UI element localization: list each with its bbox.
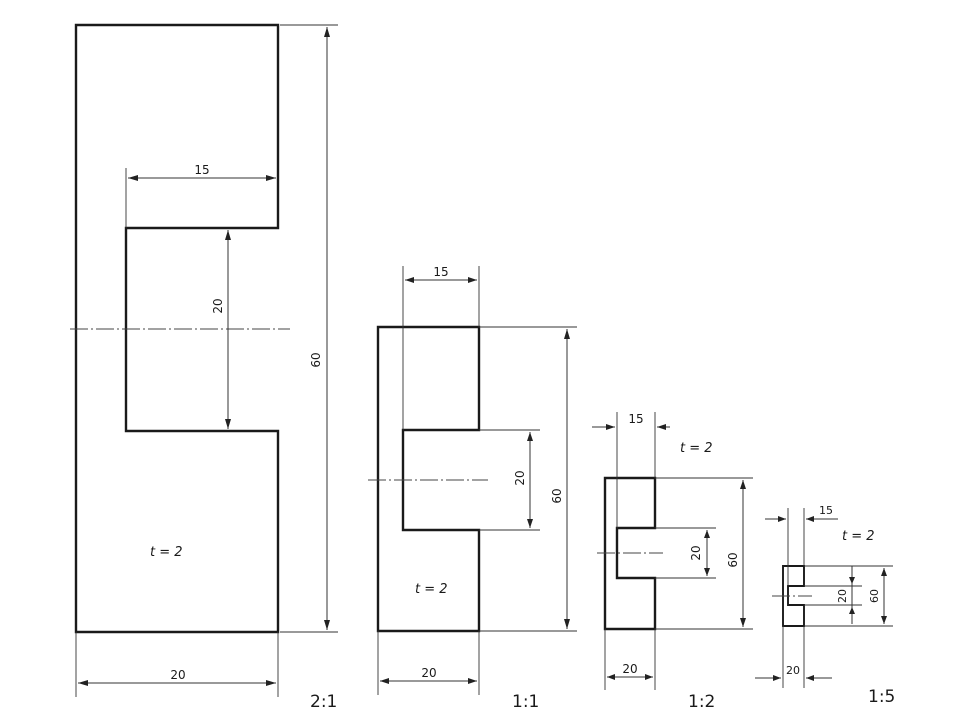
scale-label: 1:5	[868, 687, 895, 707]
arrowhead	[78, 680, 88, 686]
arrowhead	[324, 27, 330, 37]
part-outline	[603, 476, 657, 631]
arrowhead	[881, 616, 887, 624]
arrowhead	[468, 277, 477, 283]
dimension-value: 20	[836, 589, 849, 603]
arrowhead	[606, 424, 615, 430]
arrowhead	[468, 678, 477, 684]
part-outline	[782, 565, 805, 627]
arrowhead	[657, 424, 666, 430]
view-scale-1-5: 15 20 60 20 t = 2 1:5	[755, 504, 895, 707]
dimension-value: 20	[513, 470, 527, 485]
dimension-value: 20	[170, 668, 185, 682]
scale-label: 1:2	[688, 692, 715, 712]
arrowhead	[645, 674, 653, 680]
dimension-value: 60	[309, 352, 323, 367]
arrowhead	[704, 530, 710, 538]
dimension-value: 15	[628, 412, 643, 426]
thickness-note: t = 2	[842, 529, 875, 544]
arrowhead	[266, 680, 276, 686]
dimension-value: 20	[622, 662, 637, 676]
dimension-value: 15	[433, 265, 448, 279]
arrowhead	[380, 678, 389, 684]
arrowhead	[778, 516, 786, 522]
dimension-value: 60	[726, 552, 740, 567]
dimension-value: 20	[786, 664, 800, 677]
arrowhead	[607, 674, 615, 680]
arrowhead	[806, 675, 814, 681]
dimension-value: 15	[194, 163, 209, 177]
arrowhead	[527, 432, 533, 441]
arrowhead	[405, 277, 414, 283]
arrowhead	[849, 607, 855, 614]
arrowhead	[773, 675, 781, 681]
arrowhead	[806, 516, 814, 522]
dimension-value: 20	[211, 298, 225, 313]
arrowhead	[704, 568, 710, 576]
thickness-note: t = 2	[415, 582, 448, 597]
dimension-value: 20	[421, 666, 436, 680]
arrowhead	[324, 620, 330, 630]
arrowhead	[564, 619, 570, 629]
dimension-value: 15	[819, 504, 833, 517]
part-outline	[74, 23, 280, 634]
view-scale-1-2: 15 20 60 20 t = 2 1:2	[592, 412, 753, 712]
arrowhead	[881, 568, 887, 576]
thickness-note: t = 2	[680, 441, 713, 456]
arrowhead	[225, 230, 231, 240]
dimension-value: 60	[550, 488, 564, 503]
arrowhead	[740, 480, 746, 489]
arrowhead	[225, 419, 231, 429]
arrowhead	[128, 175, 138, 181]
dimension-value: 20	[689, 545, 703, 560]
thickness-note: t = 2	[150, 545, 183, 560]
dimension-value: 60	[868, 589, 881, 603]
arrowhead	[527, 519, 533, 528]
part-outline	[376, 325, 481, 633]
scale-label: 1:1	[512, 692, 539, 712]
arrowhead	[849, 577, 855, 584]
view-scale-1-1: 15 20 60 20 t = 2 1:1	[368, 265, 577, 712]
arrowhead	[740, 618, 746, 627]
view-scale-2-1: 15 20 60 20 t = 2 2:1	[70, 23, 338, 712]
arrowhead	[564, 329, 570, 339]
scale-label: 2:1	[310, 692, 337, 712]
arrowhead	[266, 175, 276, 181]
